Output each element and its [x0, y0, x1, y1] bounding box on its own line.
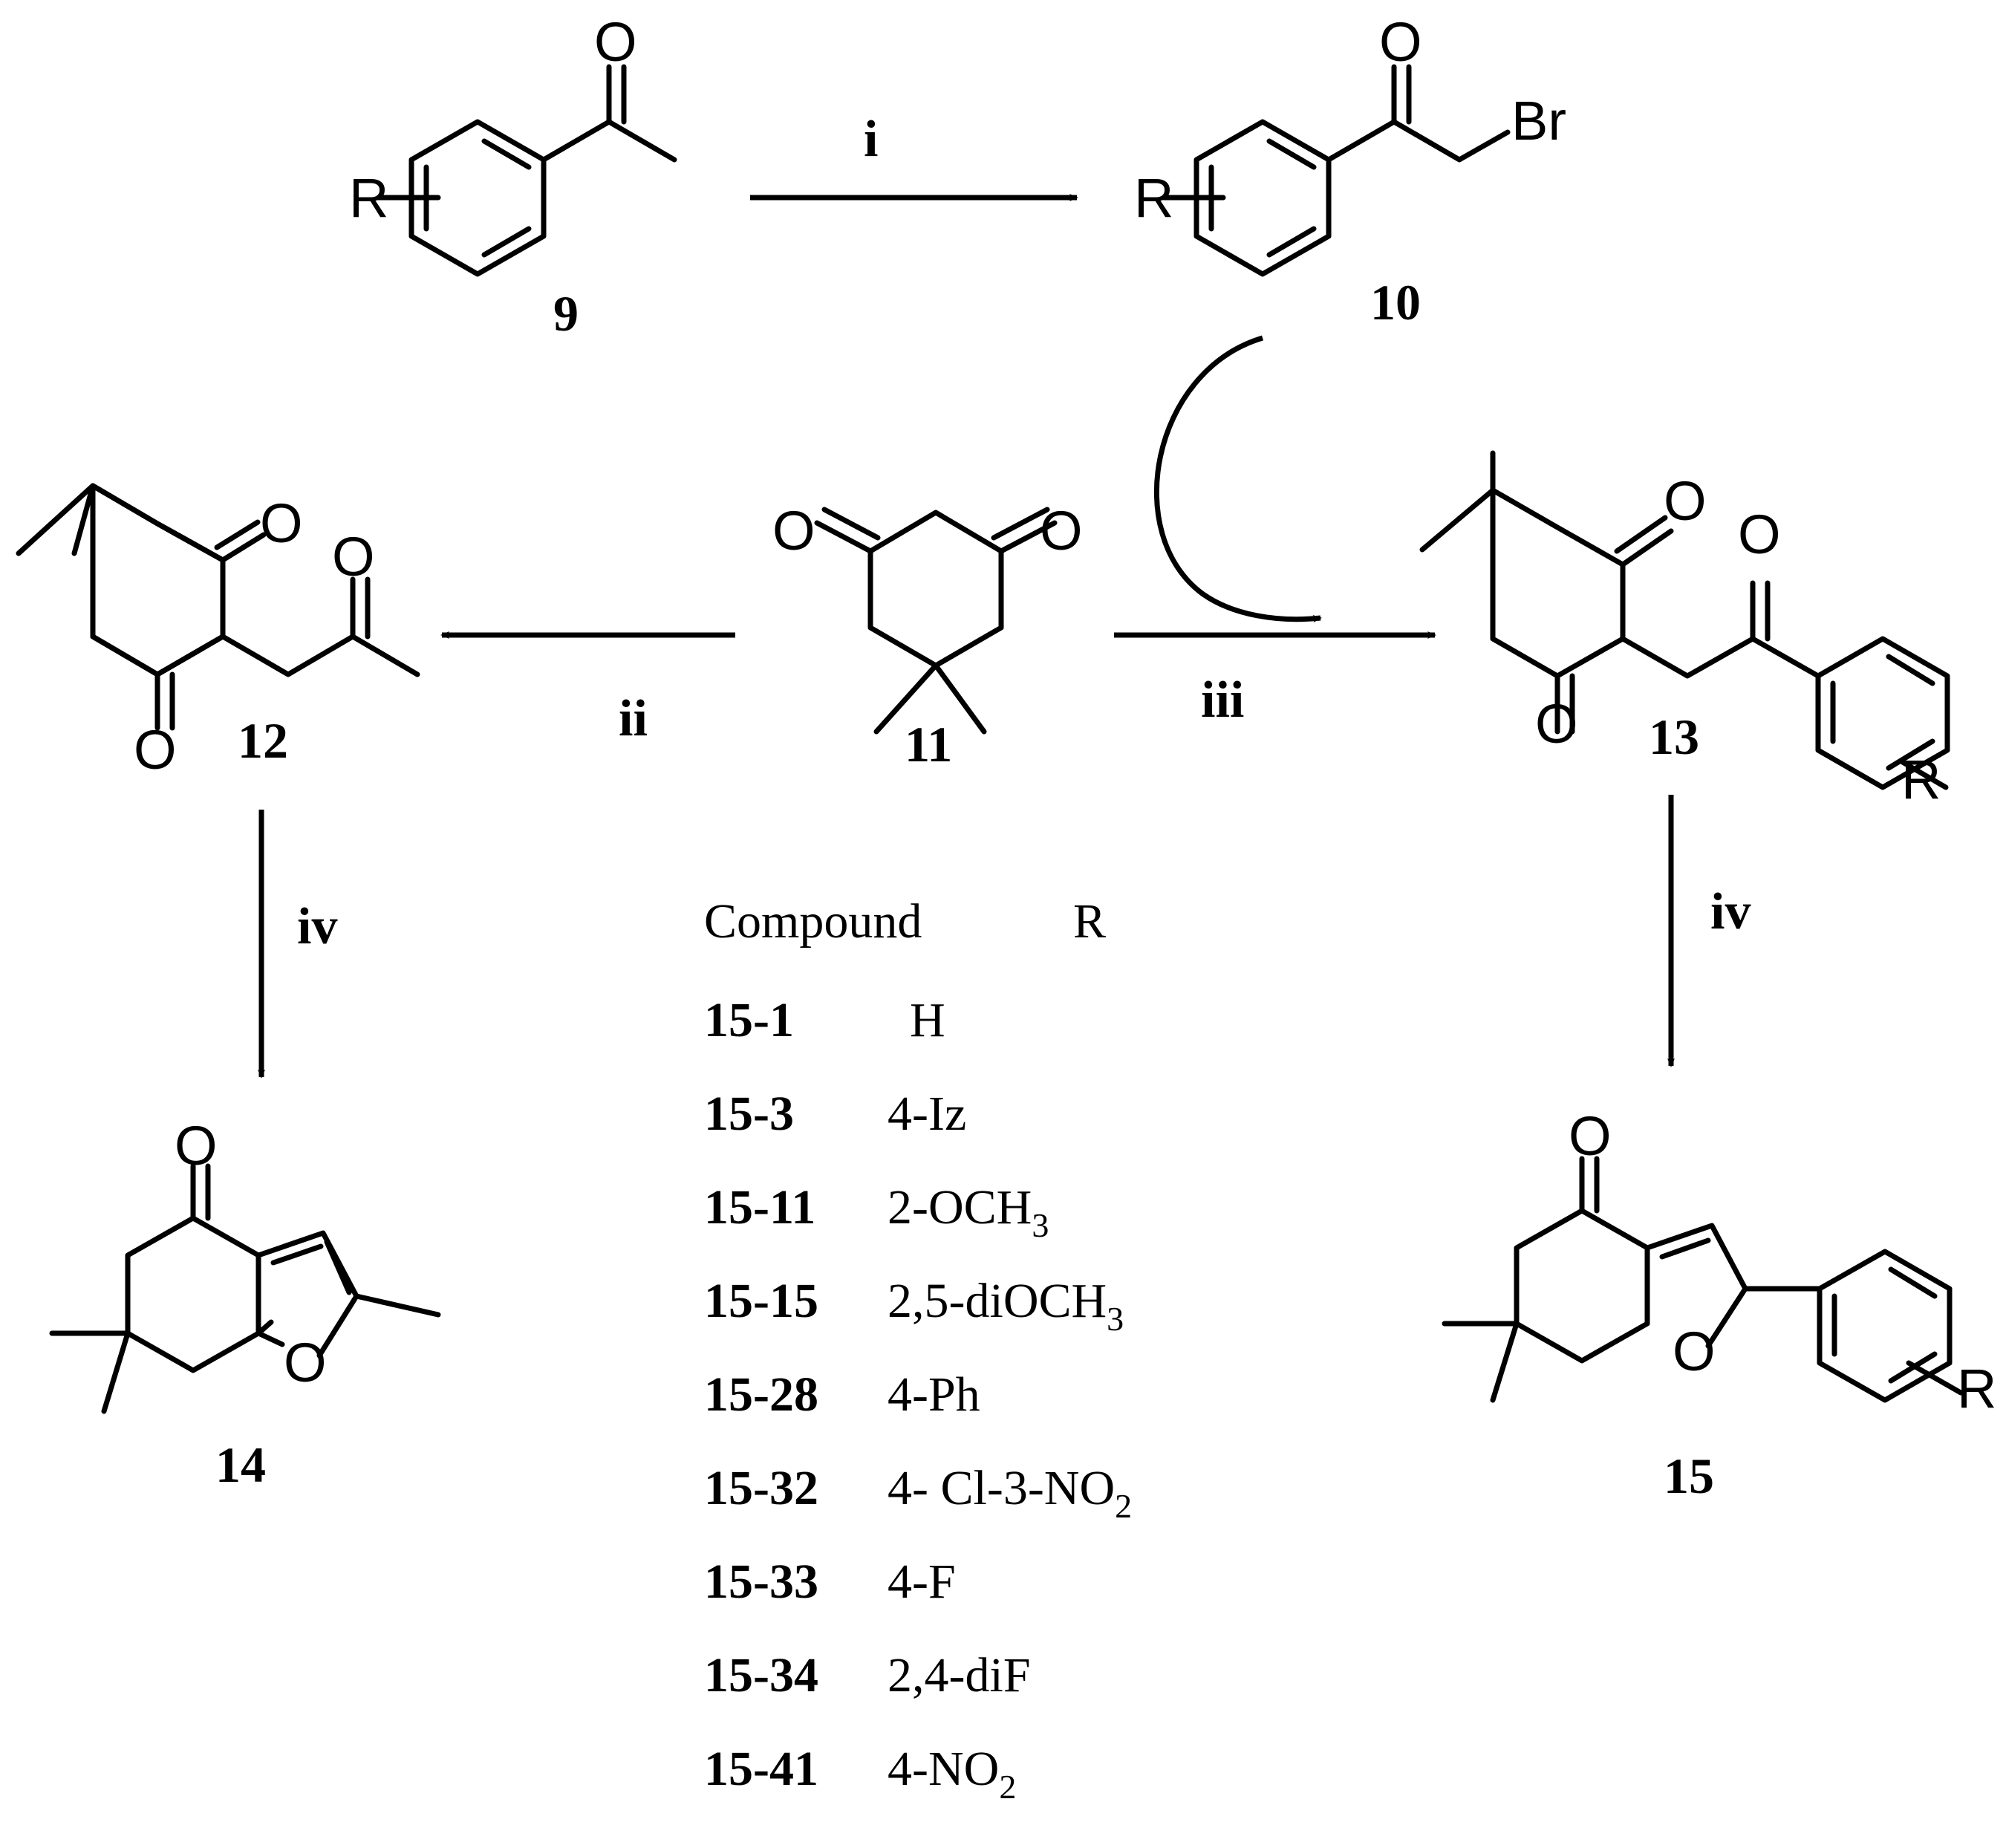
table-row-substituent: 4-Iz — [888, 1087, 966, 1141]
substituent-table: Compound R 15-1 H 15-3 4-Iz 15-11 2-OCH3 15-15… — [704, 894, 1132, 1806]
reagent-iv-left: iv — [297, 898, 337, 955]
table-row-substituent: 4- Cl-3-NO2 — [888, 1461, 1132, 1525]
compound-label-15: 15 — [1664, 1448, 1714, 1504]
reagent-ii: ii — [619, 690, 648, 747]
oxygen-label-12a: O — [260, 492, 303, 554]
table-header-r: R — [1073, 894, 1106, 949]
oxygen-label-11a: O — [772, 500, 815, 562]
oxygen-label-15b: O — [1673, 1321, 1716, 1382]
table-row-compound-id: 15-33 — [704, 1555, 818, 1609]
table-row-compound-id: 15-3 — [704, 1087, 794, 1141]
table-row-substituent: 2-OCH3 — [888, 1180, 1049, 1244]
structure-12: O O O 12 — [16, 483, 420, 781]
compound-label-13: 13 — [1649, 709, 1699, 765]
table-row-substituent: 4-NO2 — [888, 1742, 1016, 1806]
table-row-substituent: 4-F — [888, 1555, 956, 1609]
compound-label-10: 10 — [1370, 274, 1421, 331]
reagent-iv-right: iv — [1710, 883, 1751, 940]
structure-13: O O O R 13 — [1419, 450, 1950, 810]
structure-9: O R 9 — [349, 11, 677, 342]
table-row-compound-id: 15-32 — [704, 1461, 818, 1515]
table-rows: 15-1 H 15-3 4-Iz 15-11 2-OCH3 15-15 2,5-diOCH3 1… — [704, 993, 1132, 1806]
oxygen-label-14b: O — [284, 1332, 327, 1393]
table-row-compound-id: 15-1 — [704, 993, 794, 1047]
oxygen-label-11b: O — [1040, 500, 1083, 562]
table-row-subscript: 2 — [1115, 1487, 1132, 1525]
oxygen-label-12b: O — [134, 719, 177, 781]
oxygen-label-13a: O — [1664, 470, 1707, 532]
table-row-compound-id: 15-11 — [704, 1180, 815, 1234]
oxygen-label-12c: O — [332, 526, 375, 588]
structure-15: O O R 15 — [1442, 1105, 1996, 1504]
table-row-compound-id: 15-28 — [704, 1367, 818, 1422]
structure-11: O O 11 — [772, 500, 1083, 772]
structure-14: O O 14 — [49, 1115, 441, 1493]
table-row-compound-id: 15-34 — [704, 1648, 818, 1702]
curved-arrow-10-to-13 — [1153, 335, 1322, 622]
table-row-subscript: 3 — [1107, 1300, 1124, 1338]
table-row-subscript: 3 — [1032, 1206, 1049, 1244]
oxygen-label-10: O — [1379, 11, 1422, 73]
structure-10: O Br R 10 — [1134, 11, 1566, 331]
table-row-substituent: 4-Ph — [888, 1367, 980, 1422]
oxygen-label-15a: O — [1569, 1105, 1612, 1167]
oxygen-label-13b: O — [1535, 693, 1578, 755]
table-row-substituent: H — [910, 993, 945, 1047]
compound-label-12: 12 — [238, 712, 288, 769]
compound-label-14: 14 — [215, 1437, 266, 1493]
oxygen-label-9: O — [594, 11, 637, 73]
compound-label-9: 9 — [553, 285, 579, 342]
reagent-iii: iii — [1201, 671, 1244, 729]
table-row-subscript: 2 — [999, 1768, 1016, 1806]
r-label-10: R — [1134, 167, 1173, 229]
table-row-substituent: 2,4-diF — [888, 1648, 1031, 1702]
table-row-compound-id: 15-41 — [704, 1742, 818, 1796]
reagent-i: i — [864, 111, 878, 168]
r-label-15: R — [1957, 1358, 1996, 1419]
table-row-substituent: 2,5-diOCH3 — [888, 1274, 1124, 1338]
table-header-compound: Compound — [704, 894, 922, 949]
compound-label-11: 11 — [905, 716, 952, 772]
table-row-compound-id: 15-15 — [704, 1274, 818, 1328]
r-label-13: R — [1901, 749, 1941, 810]
r-label-9: R — [349, 167, 388, 229]
oxygen-label-13c: O — [1738, 504, 1781, 565]
bromine-label-10: Br — [1511, 90, 1566, 152]
oxygen-label-14a: O — [175, 1115, 218, 1177]
